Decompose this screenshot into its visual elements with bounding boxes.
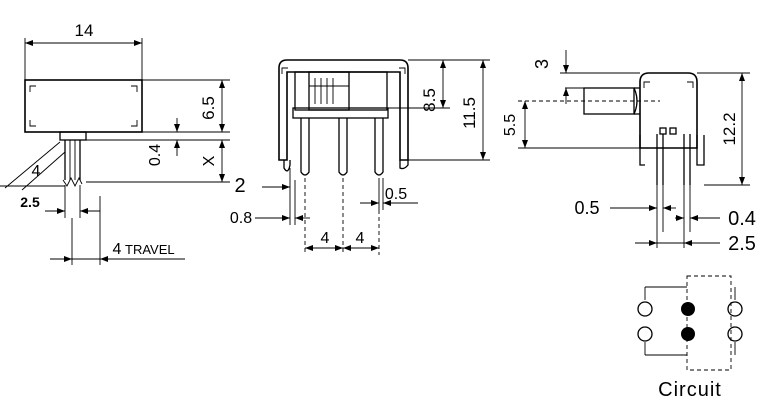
dim-height-12-2: 12.2: [720, 112, 739, 145]
slider-knob: [308, 71, 350, 111]
dim-pin-2: 2: [234, 175, 245, 197]
circuit-diagram: Circuit: [637, 275, 743, 401]
common-terminal: [681, 302, 695, 316]
dim-center-5-5: 5.5: [502, 114, 519, 136]
dim-top-3: 3: [532, 59, 552, 69]
dim-pitch-2-5-right: 2.5: [728, 233, 756, 255]
dim-spacing-4a: 4: [321, 230, 330, 247]
dim-height-6-5: 6.5: [199, 96, 218, 120]
dim-pin-thk-0-5: 0.5: [574, 198, 599, 218]
dim-spacing-4b: 4: [356, 230, 365, 247]
switch-body-top: [24, 79, 143, 133]
circuit-label: Circuit: [658, 379, 722, 401]
dim-0-4: 0.4: [147, 144, 164, 166]
terminal-circle: [727, 301, 743, 317]
terminal-circle: [637, 301, 653, 317]
dim-pin-0-8: 0.8: [230, 210, 252, 227]
dim-height-8-5: 8.5: [420, 88, 439, 112]
middle-view: 8.5 11.5 2 0.8 0.5 4 4: [230, 59, 490, 255]
terminal-circle: [637, 326, 653, 342]
common-terminal: [681, 327, 695, 341]
actuator-tab: [59, 131, 87, 141]
travel-label: TRAVEL: [125, 242, 175, 257]
dim-thickness-0-5: 0.5: [385, 186, 407, 203]
terminal-circle: [727, 326, 743, 342]
dim-x: X: [201, 155, 218, 166]
dim-gap-0-4: 0.4: [728, 208, 756, 230]
dim-width-14: 14: [75, 21, 94, 40]
right-view: 3 5.5 12.2 0.5 0.4 2.5: [502, 50, 756, 255]
dim-lead-4: 4: [32, 163, 41, 180]
left-view: 14 6.5 0.4 X: [0, 21, 230, 265]
dim-travel-4: 4: [113, 241, 122, 258]
dim-pitch-2-5: 2.5: [20, 194, 40, 210]
side-housing: [639, 72, 698, 149]
dim-height-11-5: 11.5: [460, 97, 479, 129]
front-housing: [278, 59, 409, 161]
